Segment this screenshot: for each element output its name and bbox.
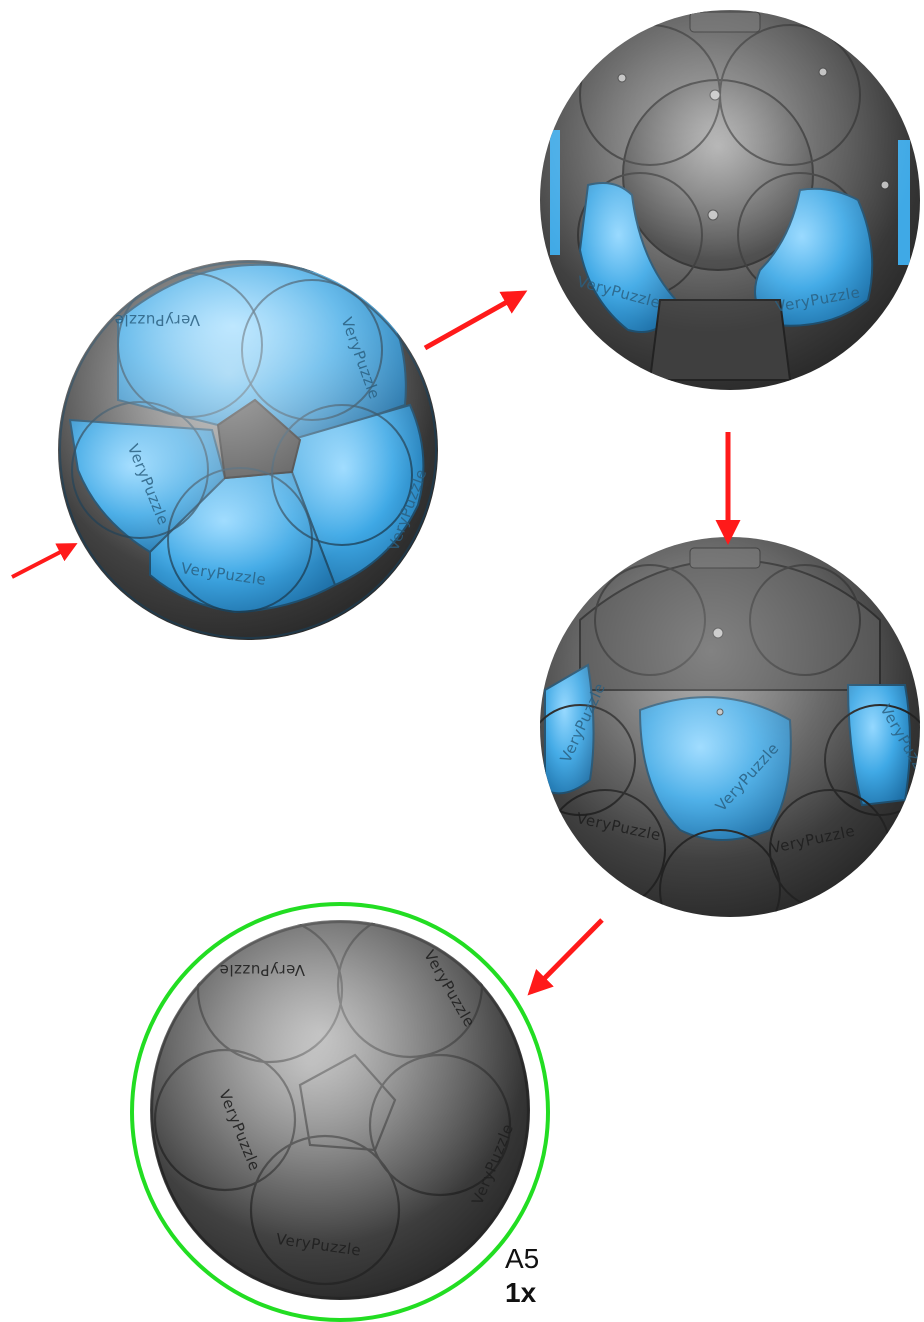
ball-result: VeryPuzzle VeryPuzzle VeryPuzzle VeryPuz… xyxy=(150,913,530,1300)
step-code: A5 xyxy=(505,1245,539,1273)
ball-initial: VeryPuzzle VeryPuzzle VeryPuzzle VeryPuz… xyxy=(58,260,438,640)
arrow-to-step-2 xyxy=(425,293,523,348)
step-label: A5 1x xyxy=(505,1245,539,1307)
engraving-top-left: VeryPuzzle xyxy=(114,311,200,329)
arrow-to-result xyxy=(531,920,602,992)
step-multiplier: 1x xyxy=(505,1279,539,1307)
engraving-result-top-left: VeryPuzzle xyxy=(219,961,305,979)
ball-step-3: VeryPuzzle VeryPuzzle VeryPuzzle VeryPuz… xyxy=(525,537,924,950)
entry-arrow xyxy=(12,545,74,577)
ball-step-2: VeryPuzzle VeryPuzzle xyxy=(540,10,920,390)
